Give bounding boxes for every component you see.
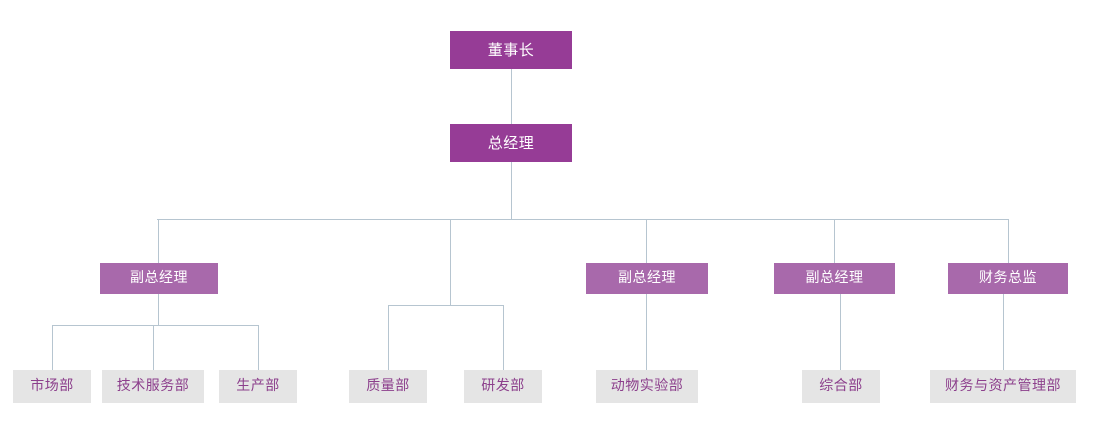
connector-drop-branch2	[450, 219, 451, 305]
node-rnd-dept[interactable]: 研发部	[464, 370, 542, 403]
connector-drop-dgm4	[834, 219, 835, 263]
connector-gm-trunk	[511, 162, 512, 219]
connector-drop-cfo	[1008, 219, 1009, 263]
node-animal-lab-dept-label: 动物实验部	[610, 377, 684, 394]
node-deputy-gm-2[interactable]: 副总经理	[586, 263, 708, 294]
node-deputy-gm-3[interactable]: 副总经理	[774, 263, 895, 294]
node-chairman-label: 董事长	[487, 40, 535, 59]
connector-dgm4-to-general	[840, 294, 841, 370]
connector-dgm1-to-production	[258, 325, 259, 370]
node-marketing-dept[interactable]: 市场部	[13, 370, 91, 403]
connector-dgm1-stem	[158, 294, 159, 325]
node-finance-asset-mgmt-dept-label: 财务与资产管理部	[945, 377, 1061, 394]
node-quality-dept-label: 质量部	[366, 377, 410, 394]
node-deputy-gm-1[interactable]: 副总经理	[100, 263, 218, 294]
node-general-affairs-dept[interactable]: 综合部	[802, 370, 880, 403]
node-animal-lab-dept[interactable]: 动物实验部	[596, 370, 698, 403]
node-general-affairs-dept-label: 综合部	[819, 377, 863, 394]
node-cfo[interactable]: 财务总监	[948, 263, 1068, 294]
connector-level3-bar	[157, 219, 1009, 220]
node-quality-dept[interactable]: 质量部	[349, 370, 427, 403]
node-technical-service-dept[interactable]: 技术服务部	[102, 370, 204, 403]
node-cfo-label: 财务总监	[979, 269, 1037, 286]
node-deputy-gm-3-label: 副总经理	[805, 269, 864, 286]
node-marketing-dept-label: 市场部	[30, 377, 74, 394]
connector-branch2-bar	[388, 305, 504, 306]
connector-branch2-to-rnd	[503, 305, 504, 370]
connector-branch2-to-quality	[388, 305, 389, 370]
node-chairman[interactable]: 董事长	[450, 31, 572, 69]
node-deputy-gm-2-label: 副总经理	[618, 269, 676, 286]
connector-dgm1-to-market	[52, 325, 53, 370]
node-general-manager[interactable]: 总经理	[450, 124, 572, 162]
connector-drop-dgm3	[646, 219, 647, 263]
connector-dgm1-bar	[52, 325, 259, 326]
node-deputy-gm-1-label: 副总经理	[130, 269, 188, 286]
connector-drop-dgm1	[158, 219, 159, 263]
connector-cfo-to-finance	[1003, 294, 1004, 370]
connector-dgm3-to-animallab	[646, 294, 647, 370]
node-production-dept-label: 生产部	[236, 377, 280, 394]
node-general-manager-label: 总经理	[487, 133, 535, 152]
node-technical-service-dept-label: 技术服务部	[116, 377, 190, 394]
node-finance-asset-mgmt-dept[interactable]: 财务与资产管理部	[930, 370, 1076, 403]
node-rnd-dept-label: 研发部	[481, 377, 525, 394]
connector-dgm1-to-techserv	[153, 325, 154, 370]
node-production-dept[interactable]: 生产部	[219, 370, 297, 403]
connector-chairman-to-gm	[511, 69, 512, 124]
